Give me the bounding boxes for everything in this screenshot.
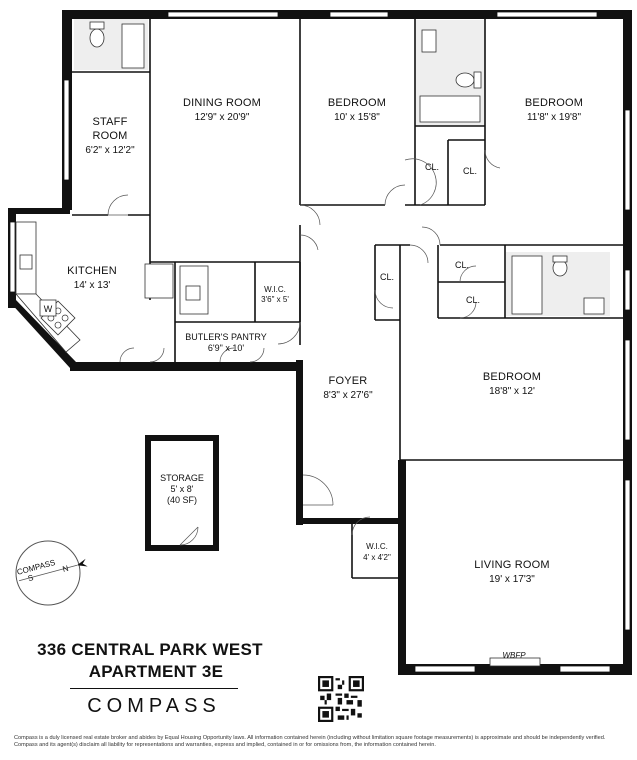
butlers-pantry-name: BUTLER'S PANTRY — [185, 332, 266, 342]
foyer-name: FOYER — [329, 375, 368, 387]
butlers-pantry-dim: 6'9" x 10' — [208, 343, 244, 353]
kitchen-dim: 14' x 13' — [74, 280, 111, 291]
legal-disclaimer: Compass is a duly licensed real estate b… — [14, 735, 606, 748]
staff-room-name-1: STAFF — [92, 116, 127, 128]
foyer-dim: 8'3" x 27'6" — [323, 390, 373, 401]
brand-logo: COMPASS — [70, 688, 238, 718]
staff-room-dim: 6'2" x 12'2" — [85, 145, 135, 156]
qr-code — [318, 676, 364, 722]
closet-label: CL. — [466, 295, 480, 305]
wic1-dim: 3'6" x 5' — [261, 295, 289, 304]
wic2-name: W.I.C. — [366, 542, 388, 551]
wic1-name: W.I.C. — [264, 285, 286, 294]
closet-label: CL. — [455, 260, 469, 270]
address-line-2: APARTMENT 3E — [88, 662, 224, 681]
fireplace-label: WBFP — [502, 651, 526, 660]
wic2-dim: 4' x 4'2" — [363, 553, 391, 562]
exterior-walls — [8, 10, 632, 675]
kitchen-name: KITCHEN — [67, 265, 117, 277]
storage-name: STORAGE — [160, 473, 204, 483]
washer-label: W — [44, 304, 53, 314]
address-line-1: 336 CENTRAL PARK WEST — [37, 640, 263, 659]
dining-room-name: DINING ROOM — [183, 97, 261, 109]
storage-dim: 5' x 8' — [171, 484, 194, 494]
bedroom3-name: BEDROOM — [483, 371, 541, 383]
bedroom1-name: BEDROOM — [328, 97, 386, 109]
staff-room-name-2: ROOM — [92, 130, 127, 142]
fixtures — [15, 21, 605, 667]
bedroom3-dim: 18'8" x 12' — [489, 386, 535, 397]
compass-north: N — [62, 564, 70, 574]
compass-rose: COMPASS N S — [15, 540, 88, 606]
storage-unit — [145, 435, 219, 551]
closet-label: CL. — [463, 166, 477, 176]
interior-walls — [72, 19, 623, 579]
doors — [107, 149, 501, 536]
closet-label: CL. — [425, 162, 439, 172]
bedroom1-dim: 10' x 15'8" — [334, 112, 380, 123]
living-room-name: LIVING ROOM — [474, 559, 550, 571]
living-room-dim: 19' x 17'3" — [489, 574, 535, 585]
bedroom2-name: BEDROOM — [525, 97, 583, 109]
bedroom2-dim: 11'8" x 19'8" — [527, 112, 582, 123]
windows — [9, 11, 631, 673]
dining-room-dim: 12'9" x 20'9" — [195, 112, 250, 123]
closet-label: CL. — [380, 272, 394, 282]
storage-area: (40 SF) — [167, 495, 197, 505]
compass-south: S — [27, 573, 34, 583]
room-labels: DINING ROOM 12'9" x 20'9" BEDROOM 10' x … — [44, 97, 583, 660]
